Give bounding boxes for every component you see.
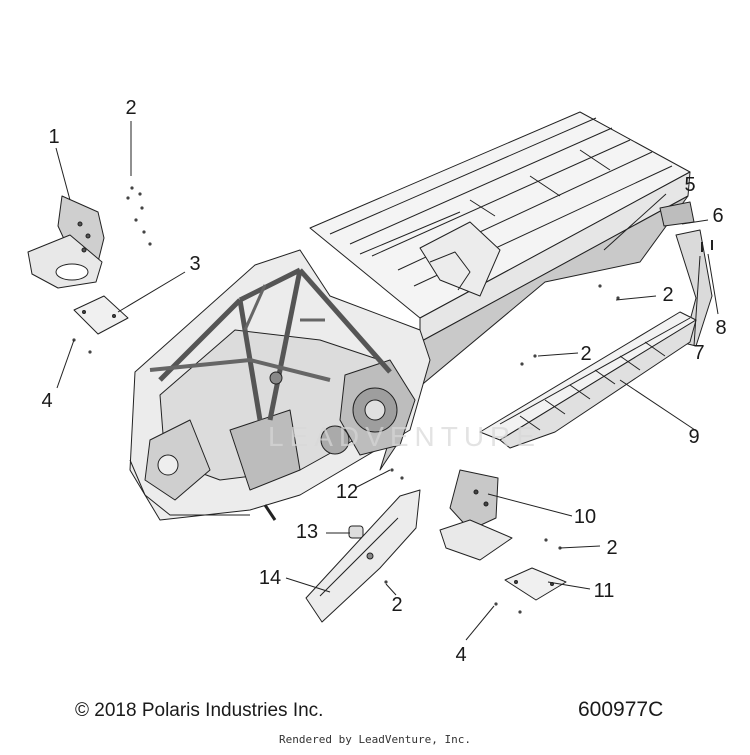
callout-1: 1: [48, 126, 60, 148]
callout-4-left: 4: [41, 390, 53, 412]
callout-12: 12: [335, 481, 359, 503]
callout-9: 9: [688, 426, 700, 448]
part-10-bracket: [439, 469, 513, 561]
callout-13: 13: [295, 521, 319, 543]
callout-6: 6: [712, 205, 724, 227]
part-11-plate: [504, 567, 567, 601]
front-frame: [129, 249, 431, 521]
callout-7: 7: [693, 342, 705, 364]
callout-2-top: 2: [125, 97, 137, 119]
callout-11: 11: [593, 580, 615, 602]
copyright-notice: © 2018 Polaris Industries Inc.: [75, 700, 324, 721]
rendered-by-credit: Rendered by LeadVenture, Inc.: [278, 733, 472, 746]
diagram-part-number: 600977C: [578, 698, 664, 721]
fasteners: [72, 186, 620, 614]
part-13-grommet: [348, 525, 364, 539]
callout-2-rear: 2: [662, 284, 674, 306]
callout-5: 5: [684, 174, 696, 196]
callout-4-bottom: 4: [455, 644, 467, 666]
callout-10: 10: [573, 506, 597, 528]
callout-8: 8: [715, 317, 727, 339]
part-3-plate: [73, 295, 129, 335]
part-14-side-panel: [305, 489, 421, 623]
part-5-6-7-8-rear-hardware: [659, 201, 713, 347]
part-1-bracket: [27, 195, 105, 289]
tunnel-body: [309, 111, 691, 471]
callout-3: 3: [189, 253, 201, 275]
callout-2-right: 2: [606, 537, 618, 559]
callout-2-mid: 2: [580, 343, 592, 365]
leader-lines: [55, 121, 719, 641]
callout-2-bottom: 2: [391, 594, 403, 616]
callout-14: 14: [258, 567, 282, 589]
watermark: LEADVENTURE: [268, 421, 541, 452]
